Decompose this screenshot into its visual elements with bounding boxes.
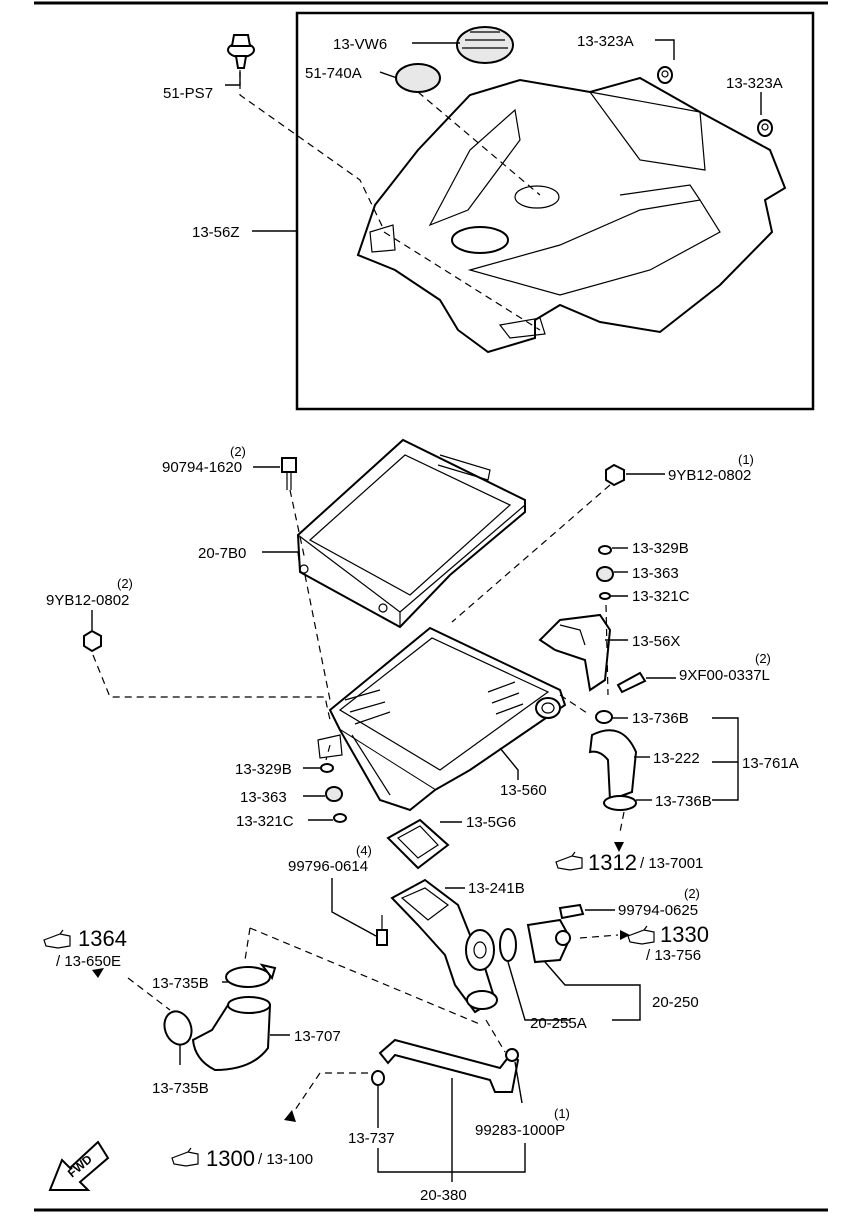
label-20-250: 20-250 [652, 994, 699, 1011]
label-13-560: 13-560 [500, 782, 547, 799]
nut-9yb12-0802-right[interactable] [605, 463, 625, 487]
label-13-56x: 13-56X [632, 633, 680, 650]
ref-1364[interactable]: 1364 / 13-650E [43, 926, 127, 970]
qty-9yb12-0802-right: (1) [738, 452, 754, 467]
label-13-5g6: 13-5G6 [466, 814, 516, 831]
clamp-13-736b-2[interactable] [603, 795, 637, 811]
ref-1330-sub: / 13-756 [646, 947, 701, 964]
arrow-1364 [92, 968, 104, 978]
qty-99794-0625: (2) [684, 886, 700, 901]
clamp-13-735b-1[interactable] [225, 963, 277, 988]
label-13-737: 13-737 [348, 1130, 395, 1147]
intercooler-13-560[interactable] [317, 626, 567, 812]
label-13-363-right: 13-363 [632, 565, 679, 582]
label-13-323a-2: 13-323A [726, 75, 783, 92]
arrow-1330 [620, 930, 630, 940]
qty-9yb12-0802-left: (2) [117, 576, 133, 591]
ref-1300-sub: / 13-100 [258, 1151, 313, 1168]
pipe-20-380[interactable] [378, 1038, 520, 1093]
label-51-740a: 51-740A [305, 65, 362, 82]
bolt-9xf00-0337l[interactable] [616, 671, 647, 694]
qty-99283-1000p: (1) [554, 1106, 570, 1121]
pointing-hand-icon [171, 1147, 199, 1167]
clip-51-ps7[interactable] [227, 34, 255, 69]
ref-1364-sub: / 13-650E [56, 953, 121, 970]
bolt-99794-0625[interactable] [558, 903, 585, 920]
pointing-hand-icon [627, 925, 655, 945]
label-13-363-left: 13-363 [240, 789, 287, 806]
label-20-7b0: 20-7B0 [198, 545, 246, 562]
label-13-736b-2: 13-736B [655, 793, 712, 810]
clip-13-737[interactable] [371, 1070, 385, 1086]
valve-20-250[interactable] [499, 918, 572, 964]
bracket-13-56x[interactable] [538, 613, 612, 692]
ref-1330-number: 1330 [660, 922, 709, 947]
ref-1300[interactable]: 1300 / 13-100 [171, 1146, 313, 1171]
ref-1312[interactable]: 1312 / 13-7001 [555, 850, 703, 875]
engine-cover-frame [295, 11, 815, 411]
label-13-329b-left: 13-329B [235, 761, 292, 778]
label-20-380: 20-380 [420, 1187, 467, 1204]
engine-cover[interactable] [356, 76, 787, 354]
ref-1364-number: 1364 [78, 926, 127, 951]
ref-1312-sub: / 13-7001 [640, 855, 703, 872]
plug-51-740a[interactable] [395, 63, 441, 93]
qty-99796-0614: (4) [356, 843, 372, 858]
bolt-90794-1620[interactable] [281, 457, 297, 490]
label-99794-0625: 99794-0625 [618, 902, 698, 919]
hose-13-222[interactable] [588, 729, 638, 802]
gasket-13-5g6[interactable] [386, 818, 450, 870]
label-13-241b: 13-241B [468, 880, 525, 897]
arrow-1312 [614, 842, 624, 852]
insulator-13-363-left[interactable] [325, 786, 343, 802]
insulator-13-329b-right[interactable] [598, 545, 612, 555]
insulator-13-363-right[interactable] [596, 566, 614, 582]
label-13-735b-2: 13-735B [152, 1080, 209, 1097]
bolt-99796-0614[interactable] [376, 915, 388, 946]
label-13-56z: 13-56Z [192, 224, 240, 241]
clamp-13-736b-1[interactable] [595, 710, 613, 724]
pointing-hand-icon [555, 851, 583, 871]
label-13-329b-right: 13-329B [632, 540, 689, 557]
label-13-735b-1: 13-735B [152, 975, 209, 992]
nut-9yb12-0802-left[interactable] [83, 629, 102, 653]
label-9yb12-0802-left: 9YB12-0802 [46, 592, 129, 609]
label-13-707: 13-707 [294, 1028, 341, 1045]
label-9xf00-0337l: 9XF00-0337L [679, 667, 770, 684]
arrow-1300 [284, 1110, 296, 1122]
clamp-13-735b-2[interactable] [160, 1008, 196, 1049]
label-13-736b-1: 13-736B [632, 710, 689, 727]
label-13-323a-1: 13-323A [577, 33, 634, 50]
qty-90794-1620: (2) [230, 444, 246, 459]
label-51-ps7: 51-PS7 [163, 85, 213, 102]
duct-13-241b[interactable] [390, 878, 498, 1014]
insulator-13-321c-left[interactable] [333, 813, 347, 823]
nut-13-323a-1[interactable] [657, 66, 673, 84]
label-99283-1000p: 99283-1000P [475, 1122, 565, 1139]
air-guide-20-7b0[interactable] [296, 438, 526, 629]
oil-cap[interactable] [456, 26, 514, 64]
ref-1330[interactable]: 1330 / 13-756 [627, 922, 709, 964]
ref-1312-number: 1312 [588, 850, 637, 875]
insulator-13-321c-right[interactable] [599, 592, 611, 600]
label-99796-0614: 99796-0614 [288, 858, 368, 875]
label-9yb12-0802-right: 9YB12-0802 [668, 467, 751, 484]
pointing-hand-icon [43, 929, 71, 949]
fwd-arrow-icon: FWD [48, 1140, 110, 1191]
label-20-255a: 20-255A [530, 1015, 587, 1032]
label-13-222: 13-222 [653, 750, 700, 767]
hose-13-707[interactable] [191, 996, 272, 1072]
label-13-321c-right: 13-321C [632, 588, 690, 605]
label-13-321c-left: 13-321C [236, 813, 294, 830]
insulator-13-329b-left[interactable] [320, 763, 334, 773]
label-13-vw6: 13-VW6 [333, 36, 387, 53]
label-13-761a: 13-761A [742, 755, 799, 772]
clip-99283-1000p[interactable] [505, 1048, 519, 1062]
nut-13-323a-2[interactable] [757, 119, 773, 137]
qty-9xf00-0337l: (2) [755, 651, 771, 666]
ref-1300-number: 1300 [206, 1146, 255, 1171]
label-90794-1620: 90794-1620 [162, 459, 242, 476]
